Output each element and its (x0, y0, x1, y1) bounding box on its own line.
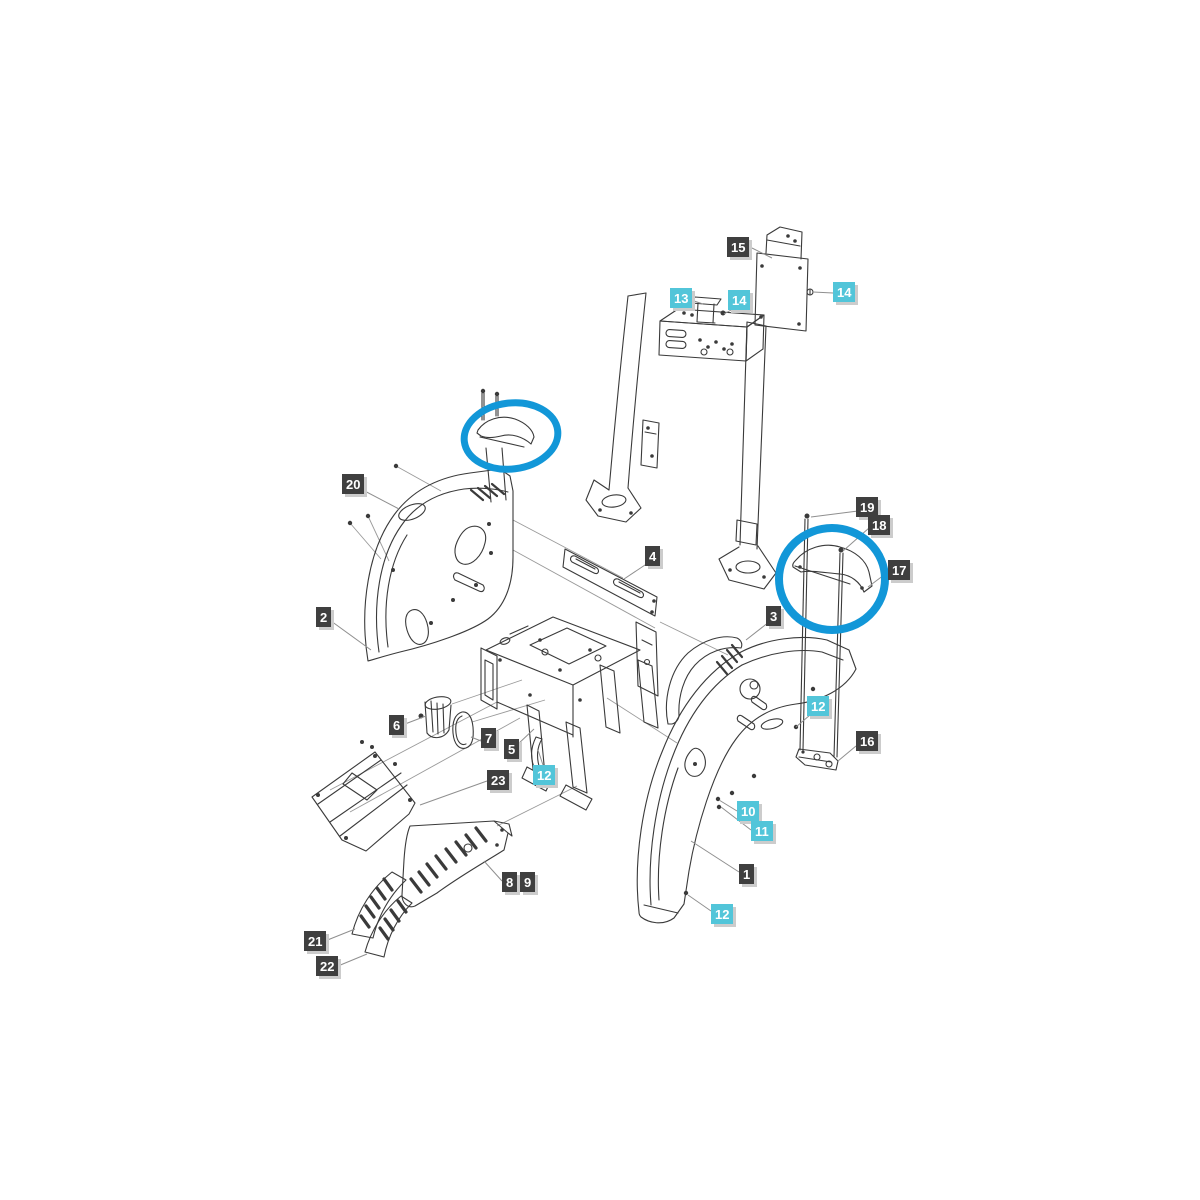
leader-line-11 (720, 806, 752, 831)
part-label-17-10: 17 (888, 560, 911, 580)
bracket-left-highlight-drawing (476, 388, 535, 503)
step-21-drawing (351, 871, 407, 939)
part-label-9-23: 9 (520, 872, 536, 892)
long-bolts-drawing (799, 513, 844, 758)
leader-line-6 (404, 715, 427, 725)
leader-line-16 (837, 745, 857, 762)
part-label-3-7: 3 (766, 606, 782, 626)
left-fender-drawing (347, 463, 514, 662)
leader-lines (324, 247, 889, 967)
leader-line-18 (842, 527, 870, 552)
step-8-9-drawing (401, 820, 513, 908)
leader-line-12 (537, 749, 544, 766)
support-bar-4-drawing (562, 548, 658, 617)
leader-line-22 (337, 953, 368, 967)
highlight-circle-1 (460, 399, 562, 473)
part-label-5-13: 5 (504, 739, 520, 759)
leader-line-7 (470, 736, 482, 742)
part-label-6-11: 6 (389, 715, 405, 735)
leader-line-15 (751, 247, 773, 259)
part-label-10-18: 10 (737, 801, 760, 821)
leader-line-21 (324, 928, 356, 942)
part-label-21-24: 21 (304, 931, 327, 951)
part-label-12-21: 12 (711, 904, 734, 924)
mount-plate-15-drawing (754, 226, 814, 332)
part-label-12-15: 12 (533, 765, 556, 785)
part-label-19-8: 19 (856, 497, 879, 517)
part-label-16-17: 16 (856, 731, 879, 751)
leader-line-3 (745, 621, 770, 641)
seat-base-drawing (480, 616, 659, 811)
highlight-circle-2 (775, 524, 889, 634)
leader-line-12 (795, 714, 811, 728)
handle-3-drawing (665, 636, 743, 725)
leader-line-5 (516, 728, 535, 746)
part-label-8-22: 8 (502, 872, 518, 892)
part-label-13-1: 13 (670, 288, 693, 308)
part-label-23-14: 23 (487, 770, 510, 790)
leader-line-14 (812, 291, 834, 294)
leader-line-14 (723, 309, 732, 315)
leader-line-12 (687, 894, 712, 912)
part-label-11-19: 11 (751, 821, 773, 841)
leader-line-8 (483, 860, 503, 882)
rops-frame-drawing (585, 292, 777, 590)
leader-line-2 (330, 620, 372, 651)
leader-line-4 (623, 562, 649, 580)
assembly-lines (329, 465, 729, 827)
leader-line-10 (718, 799, 738, 812)
part-label-14-2: 14 (728, 290, 751, 310)
floor-panel-drawing (311, 740, 416, 852)
leader-line-13 (690, 299, 704, 305)
part-label-22-25: 22 (316, 956, 339, 976)
bracket-17-drawing (792, 544, 873, 593)
bracket-16-drawing (795, 748, 839, 771)
part-label-18-9: 18 (868, 515, 891, 535)
part-label-4-6: 4 (645, 546, 661, 566)
highlight-ellipses (460, 399, 889, 634)
part-label-1-20: 1 (739, 864, 755, 884)
leader-line-1 (690, 840, 740, 873)
leader-line-19 (810, 510, 859, 518)
part-label-15-0: 15 (727, 237, 750, 257)
part-label-7-12: 7 (481, 728, 497, 748)
part-label-20-4: 20 (342, 474, 365, 494)
leader-line-23 (419, 780, 488, 806)
part-label-2-5: 2 (316, 607, 332, 627)
pad-7-drawing (452, 711, 474, 749)
step-22-drawing (364, 895, 413, 958)
part-label-14-3: 14 (833, 282, 856, 302)
part-label-12-16: 12 (807, 696, 830, 716)
